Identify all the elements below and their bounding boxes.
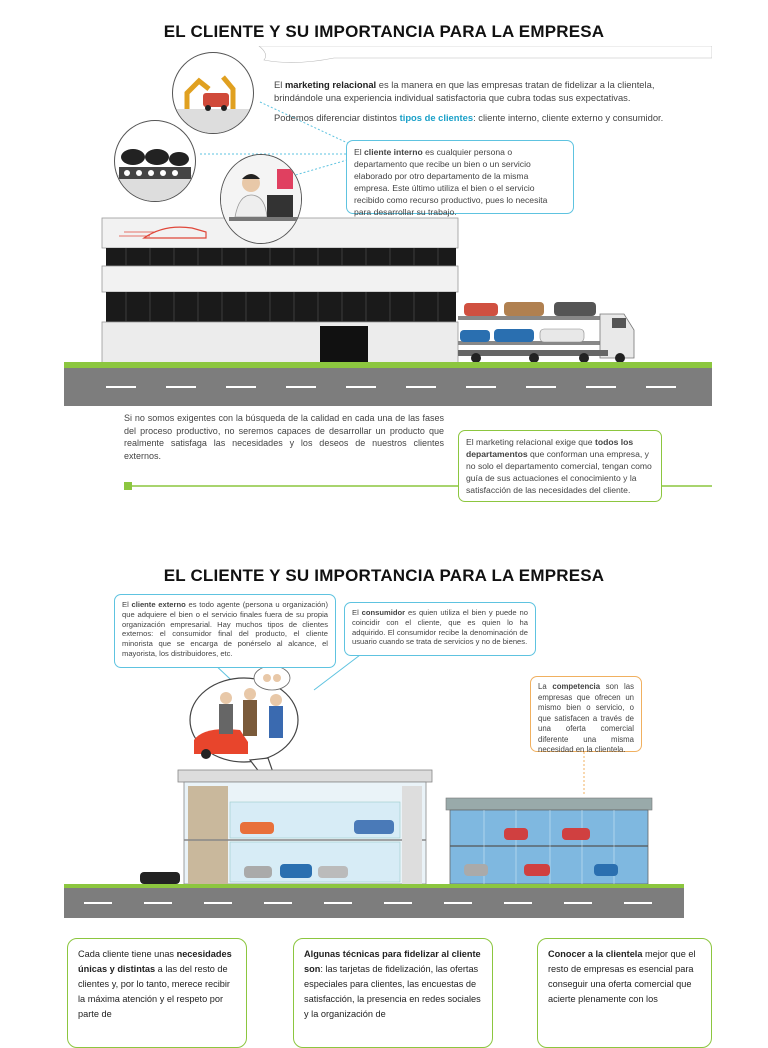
robot-arm-icon [172,52,254,134]
factory-scene [64,46,712,490]
consumer-bubble: El consumidor es quien utiliza el bien y… [344,602,536,656]
people-icon [189,665,299,805]
office-worker-icon [220,154,302,244]
departments-bubble: El marketing relacional exige que todos … [458,430,662,502]
panel-internal-client: El marketing relacional es la manera en … [64,46,712,510]
internal-client-bubble: El cliente interno es cualquier persona … [346,140,574,217]
dealership-scene [64,651,684,918]
car-carrier-truck-icon [458,302,635,363]
client-types-line: Podemos diferenciar distintos tipos de c… [274,112,664,123]
intro-paragraph: El marketing relacional es la manera en … [274,79,655,103]
card-loyalty-techniques: Algunas técnicas para fidelizar al clien… [293,938,493,1048]
page-title-1: EL CLIENTE Y SU IMPORTANCIA PARA LA EMPR… [163,22,605,41]
card-know-clients: Conocer a la clientela mejor que el rest… [537,938,712,1048]
competitor-dealership-icon [445,797,653,885]
external-client-bubble: El cliente externo es todo agente (perso… [114,594,336,668]
page-title-2: EL CLIENTE Y SU IMPORTANCIA PARA LA EMPR… [163,566,605,585]
factory-building-icon [101,217,459,365]
tires-icon [114,120,196,202]
quality-paragraph: Si no somos exigentes con la búsqueda de… [124,413,444,461]
dealership-icon [140,769,433,885]
panel-external-client: El cliente externo es todo agente (perso… [64,590,712,920]
competition-bubble: La competencia son las empresas que ofre… [530,676,642,754]
card-unique-needs: Cada cliente tiene unas necesidades únic… [67,938,247,1048]
